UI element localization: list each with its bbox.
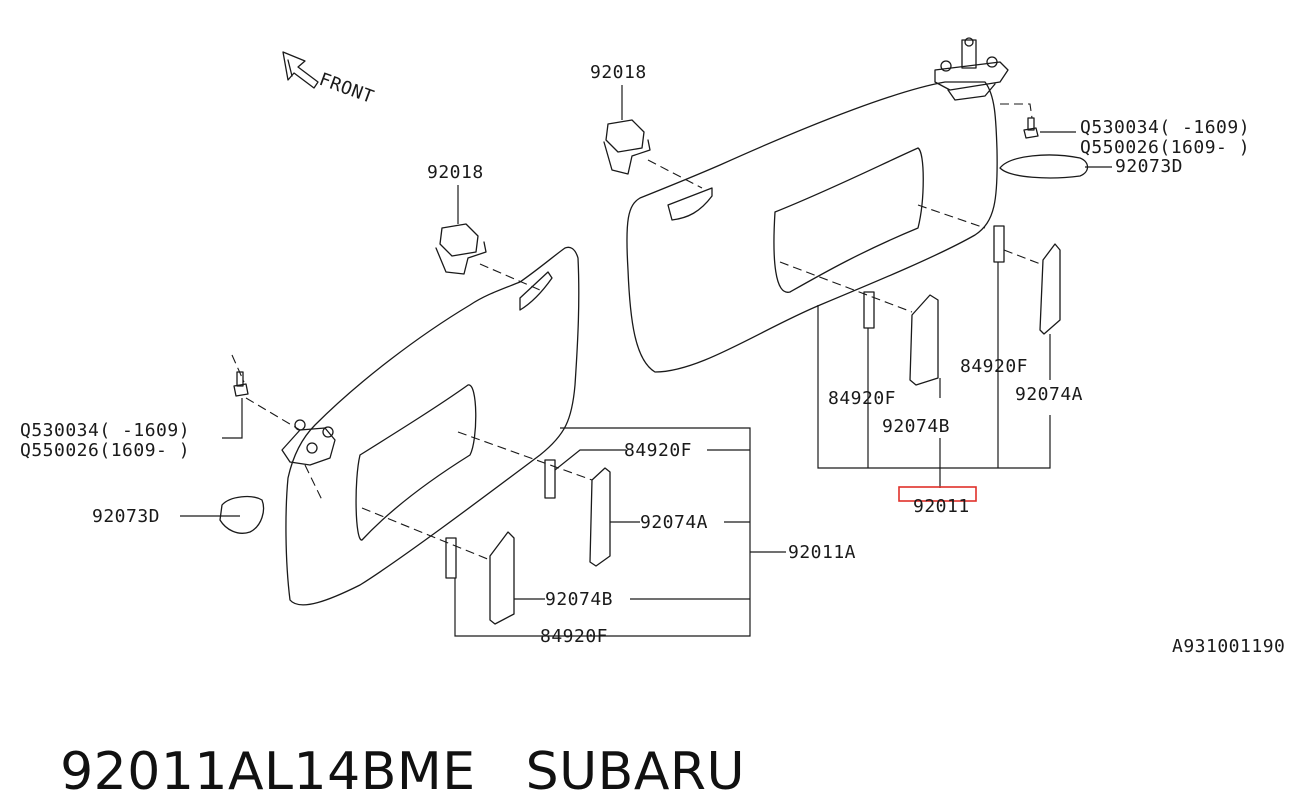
right-pad-a-icon — [1039, 243, 1061, 335]
label-92074a-left: 92074A — [640, 512, 708, 533]
label-q550026-right: Q550026(1609- ) — [1080, 137, 1250, 158]
label-92074b-left: 92074B — [545, 589, 613, 610]
front-label: FRONT — [316, 69, 376, 108]
label-92011-right: 92011 — [913, 496, 970, 517]
highlight-box — [898, 486, 977, 502]
left-sun-visor — [285, 246, 580, 606]
label-92074b-right: 92074B — [882, 416, 950, 437]
label-84920f-right-a: 84920F — [828, 388, 896, 409]
label-92073d-left: 92073D — [92, 506, 160, 527]
right-clip-icon — [603, 119, 651, 175]
left-pin-a-icon — [544, 459, 556, 499]
label-92073d-right: 92073D — [1115, 156, 1183, 177]
right-hook-icon — [999, 154, 1089, 179]
left-clip-icon — [435, 223, 487, 275]
right-pin-a-icon — [863, 291, 875, 329]
left-screw-icon — [233, 371, 249, 397]
parts-diagram: FRONT 92018 Q530034( -1609) Q550026(1609… — [20, 37, 1285, 657]
brand-name: SUBARU — [525, 742, 746, 802]
label-q530034-right: Q530034( -1609) — [1080, 117, 1250, 138]
label-q530034-left: Q530034( -1609) — [20, 420, 190, 441]
left-hook-icon — [219, 495, 265, 534]
left-pad-b-icon — [489, 531, 515, 625]
label-92018-right: 92018 — [590, 62, 647, 83]
label-84920f-left-a: 84920F — [624, 440, 692, 461]
right-sun-visor — [626, 81, 998, 373]
label-92011a-left: 92011A — [788, 542, 856, 563]
front-arrow-icon — [282, 51, 319, 89]
right-pin-b-icon — [993, 225, 1005, 263]
diagram-ref-code: A931001190 — [1172, 636, 1285, 657]
label-84920f-left-b: 84920F — [540, 626, 608, 647]
left-pad-a-icon — [589, 467, 611, 567]
right-pad-b-icon — [909, 294, 939, 386]
label-92074a-right: 92074A — [1015, 384, 1083, 405]
right-screw-icon — [1023, 117, 1039, 139]
left-pin-b-icon — [445, 537, 457, 579]
part-number: 92011AL14BME — [60, 742, 476, 802]
caption: 92011AL14BME SUBARU — [26, 682, 745, 802]
label-q550026-left: Q550026(1609- ) — [20, 440, 190, 461]
label-92018-left: 92018 — [427, 162, 484, 183]
label-84920f-right-b: 84920F — [960, 356, 1028, 377]
right-bracket-icon — [934, 37, 1009, 101]
left-bracket-icon — [281, 419, 336, 466]
